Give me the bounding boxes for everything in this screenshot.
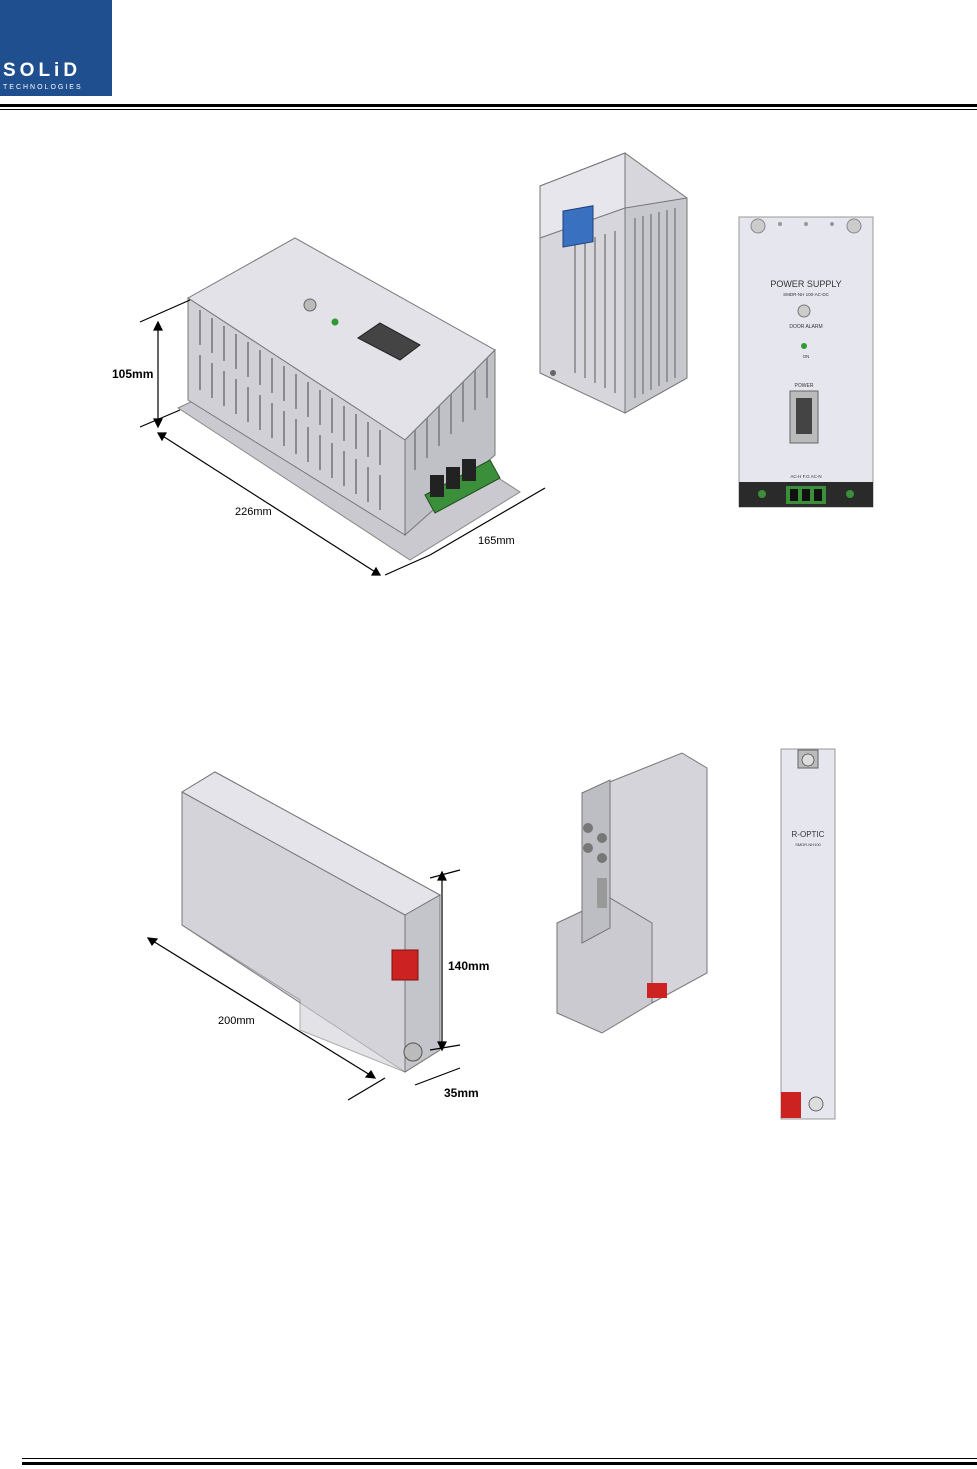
logo-tagline: TECHNOLOGIES: [3, 84, 83, 91]
psu-terminal-label: AC-H F.G AC-N: [790, 474, 821, 479]
company-logo: SOLiD TECHNOLOGIES: [0, 0, 112, 96]
dim-length-label-2: 200mm: [218, 1015, 255, 1027]
footer-rule-thick: [22, 1462, 977, 1465]
logo-name: SOLiD: [3, 60, 81, 82]
power-supply-iso-figure: 105mm 226mm 165mm: [100, 230, 560, 590]
dim-depth-label-2: 35mm: [444, 1086, 479, 1100]
power-supply-front-panel: POWER SUPPLY SMDR-NH 100-AC-DC DOOR ALAR…: [738, 216, 874, 508]
r-optic-iso-figure: 140mm 200mm 35mm: [130, 760, 500, 1110]
header-rule-thick: [0, 104, 977, 107]
r-optic-side-view: [552, 748, 714, 1038]
psu-panel-title: POWER SUPPLY: [770, 279, 841, 289]
r-optic-panel-model: SMDR-NH100: [795, 842, 821, 847]
dim-height-label: 105mm: [112, 367, 153, 381]
r-optic-panel-title: R-OPTIC: [792, 830, 825, 839]
psu-led-label: ON: [803, 354, 810, 359]
footer-rule-thin: [22, 1458, 977, 1459]
psu-panel-model: SMDR-NH 100-AC-DC: [783, 292, 830, 297]
r-optic-front-panel: R-OPTIC SMDR-NH100: [780, 748, 836, 1120]
power-supply-side-view: [535, 148, 695, 418]
dim-depth-label: 165mm: [478, 535, 515, 547]
dim-height-label-2: 140mm: [448, 959, 489, 973]
psu-power-label: POWER: [795, 383, 814, 389]
header-rule-thin: [0, 109, 977, 110]
psu-switch-label: DOOR ALARM: [789, 324, 822, 330]
dim-length-label: 226mm: [235, 506, 272, 518]
